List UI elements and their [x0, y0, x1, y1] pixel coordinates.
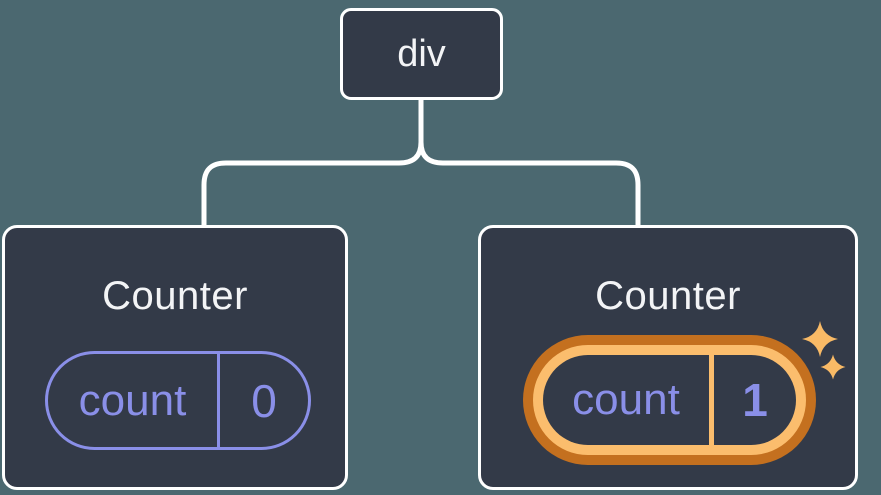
pill-divider [217, 354, 220, 447]
card-title: Counter [102, 274, 248, 318]
state-pill: count 0 [45, 351, 311, 450]
state-value-section: 1 [714, 355, 796, 445]
counter-card-right: Counter count 1 [478, 225, 858, 490]
pill-divider [709, 355, 714, 445]
state-label-section: count [48, 354, 217, 447]
state-pill: count 1 [543, 355, 796, 445]
counter-card-left: Counter count 0 [2, 225, 348, 490]
highlight-ring-outer: count 1 [523, 335, 816, 465]
state-value: 1 [742, 374, 768, 426]
state-label: count [78, 375, 187, 425]
highlight-ring-inner: count 1 [533, 345, 806, 455]
card-title: Counter [595, 274, 741, 318]
state-value-section: 0 [220, 354, 308, 447]
state-label-section: count [543, 355, 709, 445]
root-node: div [340, 8, 503, 100]
state-value: 0 [251, 374, 277, 427]
state-label: count [572, 375, 680, 424]
root-node-label: div [397, 32, 446, 75]
